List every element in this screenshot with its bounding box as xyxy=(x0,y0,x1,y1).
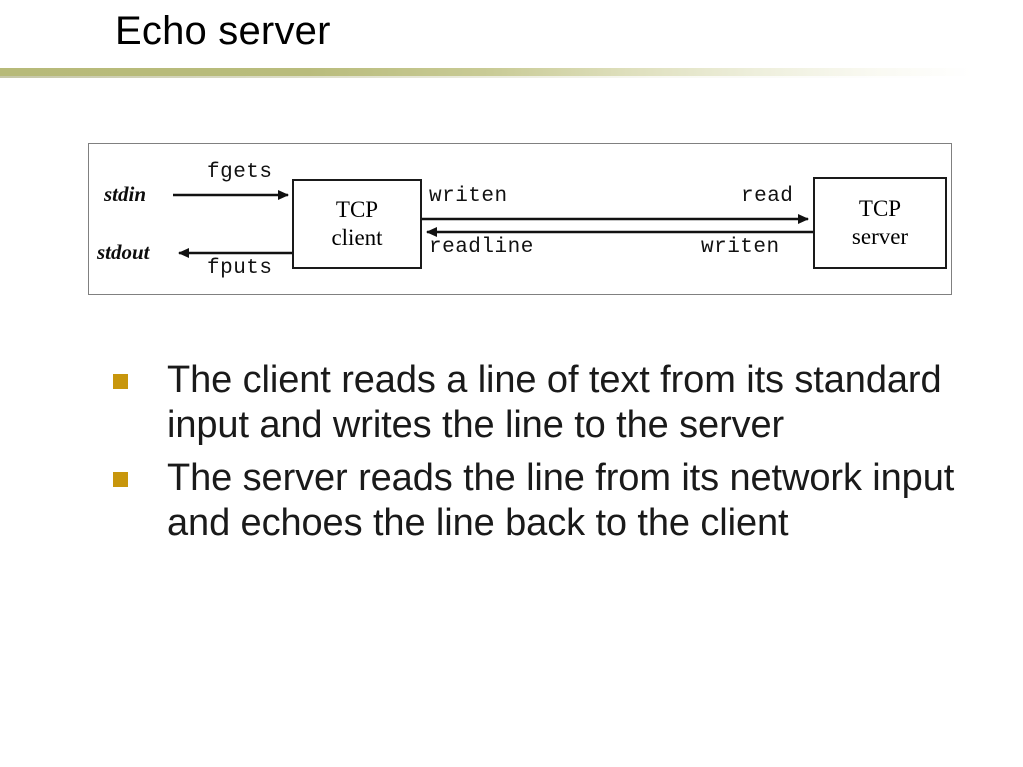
bullet-text: The server reads the line from its netwo… xyxy=(167,457,976,544)
tcp-server-line2: server xyxy=(851,224,909,249)
echo-server-diagram: TCP client TCP server stdin stdout fgets… xyxy=(88,143,952,295)
tcp-server-node: TCP server xyxy=(813,177,947,269)
list-item: The client reads a line of text from its… xyxy=(113,358,993,448)
fputs-label: fputs xyxy=(207,257,273,280)
bullet-square-icon xyxy=(113,374,128,389)
tcp-client-line1: TCP xyxy=(335,196,379,222)
writen-server-label: writen xyxy=(701,236,780,259)
readline-label: readline xyxy=(429,236,534,259)
tcp-client-line2: client xyxy=(331,225,383,250)
bullet-square-icon xyxy=(113,472,128,487)
title-divider-rule xyxy=(0,68,1023,76)
page-title: Echo server xyxy=(115,9,331,53)
bullet-list: The client reads a line of text from its… xyxy=(113,358,993,554)
tcp-server-line1: TCP xyxy=(858,195,902,221)
tcp-client-node: TCP client xyxy=(292,179,422,269)
stdout-label: stdout xyxy=(97,240,150,264)
title-divider-shadow xyxy=(0,76,1023,78)
bullet-text: The client reads a line of text from its… xyxy=(167,359,952,446)
stdin-label: stdin xyxy=(104,182,147,206)
fgets-label: fgets xyxy=(207,161,273,184)
read-label: read xyxy=(741,185,794,208)
list-item: The server reads the line from its netwo… xyxy=(113,456,993,546)
writen-client-label: writen xyxy=(429,185,508,208)
